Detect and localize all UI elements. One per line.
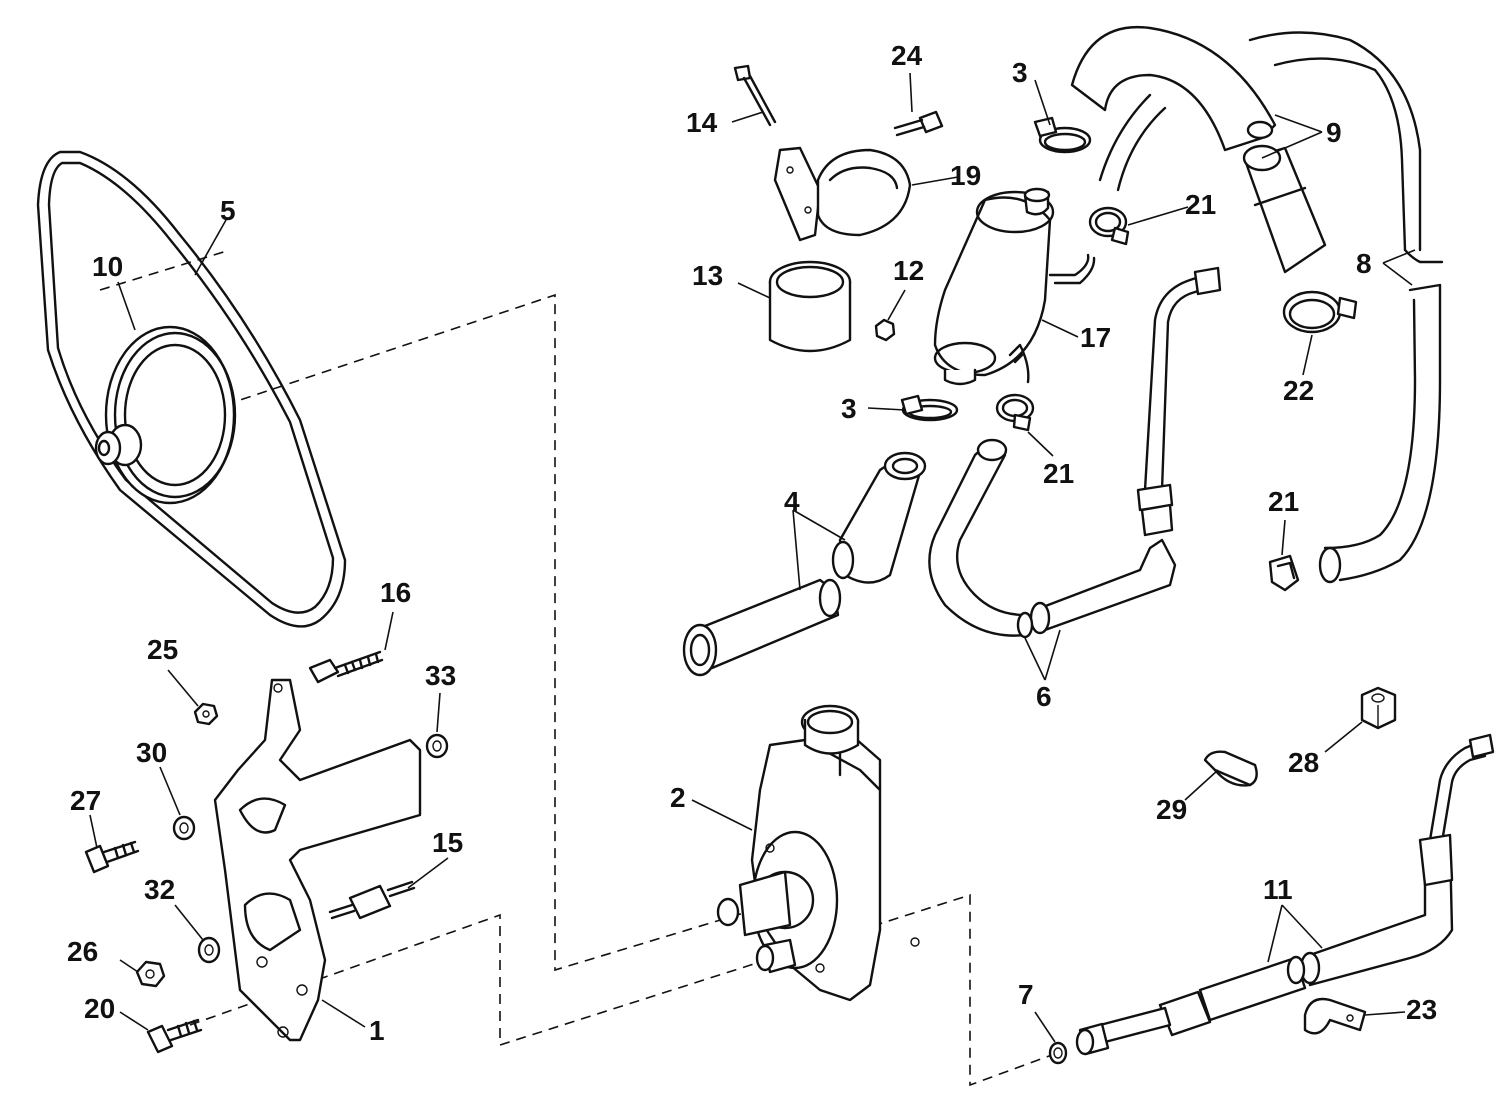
bolt-20 xyxy=(146,1018,203,1054)
callout-11: 11 xyxy=(1263,874,1293,905)
callout-15: 15 xyxy=(432,827,463,858)
hose-4 xyxy=(682,451,927,677)
hose-clamp-21-lower xyxy=(1268,554,1300,592)
callout-3-top: 3 xyxy=(1012,57,1028,88)
mounting-bracket xyxy=(213,678,422,1042)
callout-6: 6 xyxy=(1036,681,1052,712)
callout-19: 19 xyxy=(950,160,981,191)
callout-8: 8 xyxy=(1356,248,1372,279)
callout-17: 17 xyxy=(1080,322,1111,353)
hose-clamp-22 xyxy=(1282,290,1358,334)
hose-6 xyxy=(928,438,1177,639)
callout-28: 28 xyxy=(1288,747,1319,778)
callout-10: 10 xyxy=(92,251,123,282)
callout-5: 5 xyxy=(220,195,236,226)
callout-21-middle: 21 xyxy=(1043,458,1074,489)
power-steering-pump xyxy=(716,704,920,1002)
callout-7: 7 xyxy=(1018,979,1034,1010)
bolt-27 xyxy=(84,840,140,874)
sleeve-13 xyxy=(768,260,852,353)
hose-clamp-21-middle xyxy=(995,393,1035,432)
assembly-dashed-lines xyxy=(99,249,1061,1087)
callout-27: 27 xyxy=(70,785,101,816)
hose-clamp-3-bottom xyxy=(900,394,959,422)
callout-21-lower: 21 xyxy=(1268,486,1299,517)
clamp-29 xyxy=(1203,750,1258,787)
bracket-clamp-19 xyxy=(773,146,912,242)
clip-23 xyxy=(1303,997,1367,1035)
callout-22: 22 xyxy=(1283,375,1314,406)
hose-8 xyxy=(1318,248,1444,584)
callout-23: 23 xyxy=(1406,994,1437,1025)
hose-clamp-21-upper xyxy=(1088,206,1130,246)
bolt-14 xyxy=(733,64,777,127)
washer-33 xyxy=(425,733,449,759)
callout-1: 1 xyxy=(369,1015,385,1046)
callout-26: 26 xyxy=(67,936,98,967)
filter-canister-17 xyxy=(933,187,1096,386)
callout-leaders xyxy=(89,72,1416,1043)
callout-9: 9 xyxy=(1326,117,1342,148)
pulley xyxy=(94,325,237,505)
drive-belt xyxy=(36,150,347,628)
stud-16 xyxy=(308,650,384,684)
hose-9 xyxy=(1070,25,1422,274)
o-ring-7 xyxy=(1048,1041,1068,1065)
hose-11 xyxy=(1198,733,1495,1022)
bolt-24 xyxy=(893,110,944,137)
hose-clamp-3-top xyxy=(1033,116,1092,154)
fitting-28 xyxy=(1360,686,1397,730)
callout-13: 13 xyxy=(692,260,723,291)
callout-20: 20 xyxy=(84,993,115,1024)
callout-21-upper: 21 xyxy=(1185,189,1216,220)
callout-32: 32 xyxy=(144,874,175,905)
callout-16: 16 xyxy=(380,577,411,608)
callout-labels: 1 2 3 3 4 5 6 7 8 9 10 11 12 13 14 15 16… xyxy=(67,40,1437,1046)
nut-12 xyxy=(874,318,896,342)
callout-24: 24 xyxy=(891,40,923,71)
callout-4: 4 xyxy=(784,486,800,517)
steel-line-upper xyxy=(1136,266,1222,537)
callout-25: 25 xyxy=(147,634,178,665)
nut-25 xyxy=(193,702,219,726)
callout-3-bottom: 3 xyxy=(841,393,857,424)
callout-2: 2 xyxy=(670,782,686,813)
washer-32 xyxy=(197,936,221,964)
nut-26 xyxy=(135,960,166,988)
callout-14: 14 xyxy=(686,107,718,138)
callout-12: 12 xyxy=(893,255,924,286)
hose-fitting-lower xyxy=(1075,990,1212,1056)
callout-29: 29 xyxy=(1156,794,1187,825)
callout-33: 33 xyxy=(425,660,456,691)
callout-30: 30 xyxy=(136,737,167,768)
spacer-15 xyxy=(328,880,416,920)
washer-30 xyxy=(172,815,196,841)
